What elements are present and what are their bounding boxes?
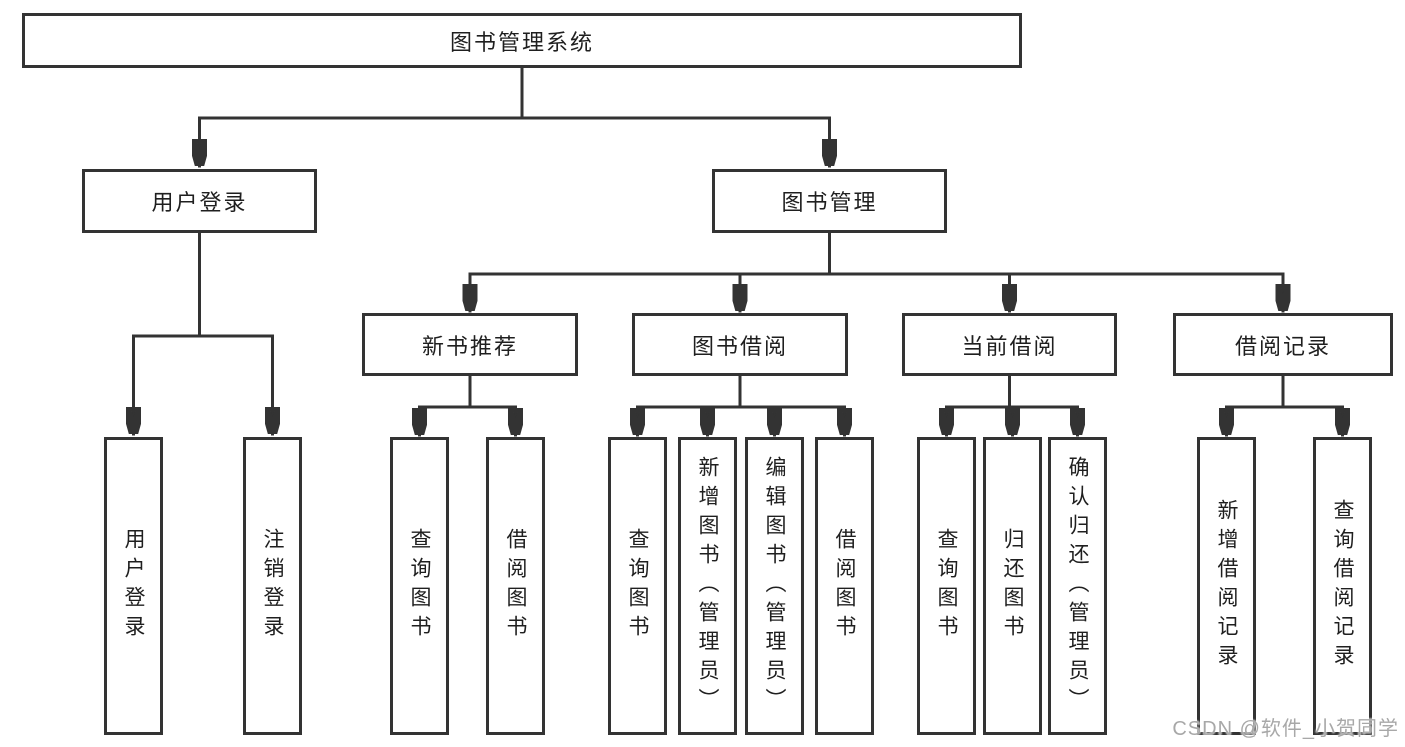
node-new-book-recommend: 新书推荐 [362,313,578,376]
leaf-query-books-current: 查询图书 [917,437,976,735]
watermark: CSDN @软件_小贺同学 [1172,718,1399,740]
node-borrowing-records: 借阅记录 [1173,313,1393,376]
leaf-query-borrow-record: 查询借阅记录 [1313,437,1372,735]
leaf-return-books: 归还图书 [983,437,1042,735]
node-user-login: 用户登录 [82,169,317,233]
node-book-borrowing: 图书借阅 [632,313,848,376]
leaf-logout: 注销登录 [243,437,302,735]
node-current-borrowing: 当前借阅 [902,313,1117,376]
node-library-system: 图书管理系统 [22,13,1022,68]
leaf-add-book-admin: 新增图书（管理员） [678,437,737,735]
leaf-add-borrow-record: 新增借阅记录 [1197,437,1256,735]
leaf-borrow-books-newbook: 借阅图书 [486,437,545,735]
leaf-confirm-return-admin: 确认归还（管理员） [1048,437,1107,735]
leaf-query-books-newbook: 查询图书 [390,437,449,735]
leaf-edit-book-admin: 编辑图书（管理员） [745,437,804,735]
leaf-user-login: 用户登录 [104,437,163,735]
leaf-query-books-borrowing: 查询图书 [608,437,667,735]
leaf-borrow-books-borrowing: 借阅图书 [815,437,874,735]
node-book-management: 图书管理 [712,169,947,233]
